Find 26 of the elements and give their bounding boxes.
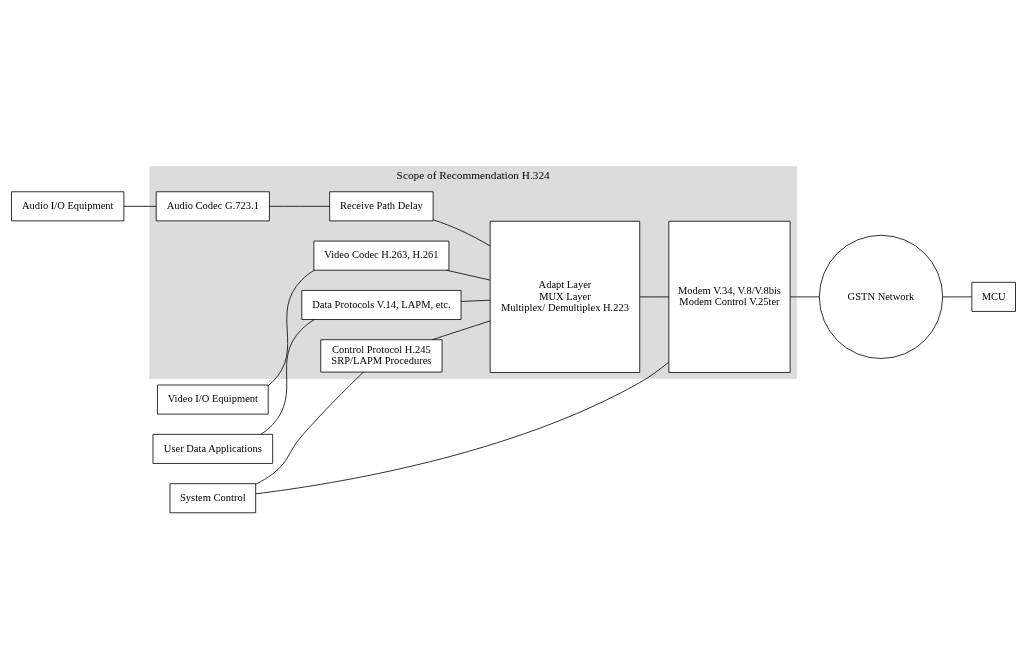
- connector: [269, 205, 330, 207]
- connector: [123, 205, 157, 207]
- node-box: MCU: [971, 281, 1016, 312]
- node-box: Audio Codec G.723.1: [155, 190, 270, 221]
- node-box: Data Protocols V.14, LAPM, etc.: [301, 289, 462, 320]
- connector: [942, 295, 973, 297]
- connector: [789, 295, 820, 297]
- node-box: Video Codec H.263, H.261: [313, 240, 450, 271]
- node-circle: GSTN Network: [818, 234, 944, 359]
- node-box: User Data Applications: [152, 433, 274, 464]
- connector: [260, 318, 315, 435]
- node-box: Receive Path Delay: [329, 190, 434, 221]
- node-box: Video I/O Equipment: [157, 384, 269, 415]
- connector: [432, 218, 491, 246]
- node-box: Modem V.34, V.8/V.8bis Modem Control V.25ter: [668, 220, 791, 373]
- connector: [639, 295, 670, 297]
- connector: [446, 269, 491, 280]
- connector: [460, 299, 491, 302]
- connector: [255, 371, 364, 485]
- connector: [431, 320, 491, 340]
- connector: [255, 361, 670, 494]
- node-box: Audio I/O Equipment: [11, 190, 125, 221]
- connector: [267, 269, 315, 386]
- node-box: System Control: [169, 482, 257, 513]
- node-box: Control Protocol H.245 SRP/LAPM Procedures: [320, 338, 443, 372]
- node-box: Adapt Layer MUX Layer Multiplex/ Demultiplex H.223: [489, 220, 641, 373]
